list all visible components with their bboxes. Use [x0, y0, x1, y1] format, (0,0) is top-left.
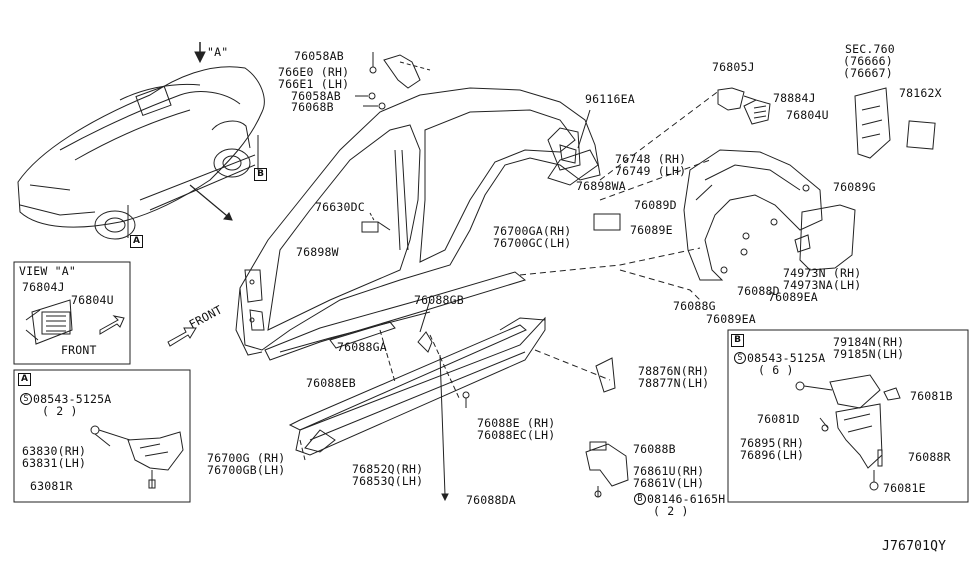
wheel-house-liner	[683, 149, 823, 281]
part-label-63830: 63830(RH)	[22, 444, 87, 458]
part-label-74973na: 74973NA(LH)	[783, 278, 862, 292]
part-label-76088da: 76088DA	[466, 493, 516, 507]
part-label-76068b: 76068B	[291, 100, 334, 114]
box-a-frame	[13, 369, 191, 503]
part-label-78884j: 78884J	[773, 91, 816, 105]
part-label-76804u-view: 76804U	[71, 293, 114, 307]
sec760-title: SEC.760	[845, 42, 895, 56]
screw-symbol-icon: S	[20, 393, 32, 405]
part-label-76700gb: 76700GB(LH)	[207, 463, 286, 477]
part-label-76088ec: 76088EC(LH)	[477, 428, 556, 442]
view-a-frame	[13, 261, 131, 365]
part-label-76804j-view: 76804J	[22, 280, 65, 294]
part-label-76088d: 76088D	[737, 284, 780, 298]
part-label-78877n: 78877N(LH)	[638, 376, 710, 390]
box-a-screw-part: 08543-5125A	[33, 392, 112, 406]
part-label-76081d: 76081D	[757, 412, 800, 426]
box-b-screw-qty: ( 6 )	[758, 363, 794, 377]
bolt-qty-08146: ( 2 )	[653, 504, 689, 518]
sec760-sub2: (76667)	[843, 66, 893, 80]
part-label-76088eb: 76088EB	[306, 376, 356, 390]
part-label-79185n: 79185N(LH)	[833, 347, 905, 361]
part-label-63831: 63831(LH)	[22, 456, 87, 470]
part-label-76895: 76895(RH)	[740, 436, 805, 450]
part-label-76805j: 76805J	[712, 60, 755, 74]
part-label-78876n: 78876N(RH)	[638, 364, 710, 378]
part-label-76861u: 76861U(RH)	[633, 464, 705, 478]
part-label-76088e: 76088E (RH)	[477, 416, 556, 430]
callout-a-tag: A	[130, 235, 143, 248]
part-label-76853q: 76853Q(LH)	[352, 474, 424, 488]
view-a-title: VIEW "A"	[19, 264, 76, 278]
box-b-tag: B	[731, 334, 744, 347]
box-a-screw-qty: ( 2 )	[42, 404, 78, 418]
part-label-76081e: 76081E	[883, 481, 926, 495]
part-label-76748: 76748 (RH)	[615, 152, 687, 166]
view-a-arrow-label: "A"	[207, 45, 229, 59]
part-label-76630dc: 76630DC	[315, 200, 365, 214]
part-label-766e0: 766E0 (RH)	[278, 65, 350, 79]
box-b-screw-part: 08543-5125A	[747, 351, 826, 365]
screw-symbol-icon: S	[734, 352, 746, 364]
part-label-76861v: 76861V(LH)	[633, 476, 705, 490]
sec760-sub1: (76666)	[843, 54, 893, 68]
part-label-76089e: 76089E	[630, 223, 673, 237]
part-label-76804u: 76804U	[786, 108, 829, 122]
bolt-symbol-icon: B	[634, 493, 646, 505]
part-label-76898w: 76898W	[296, 245, 339, 259]
part-label-76089g: 76089G	[833, 180, 876, 194]
part-label-76081b: 76081B	[910, 389, 953, 403]
part-label-76058ab-2: 76058AB	[291, 89, 341, 103]
part-label-76700g: 76700G (RH)	[207, 451, 286, 465]
part-label-76088ga: 76088GA	[337, 340, 387, 354]
part-label-76852q: 76852Q(RH)	[352, 462, 424, 476]
part-label-76088b: 76088B	[633, 442, 676, 456]
part-label-76088gb: 76088GB	[414, 293, 464, 307]
part-label-76089ea-2: 76089EA	[706, 312, 756, 326]
part-label-76749: 76749 (LH)	[615, 164, 687, 178]
part-label-76088g: 76088G	[673, 299, 716, 313]
part-label-63081r: 63081R	[30, 479, 73, 493]
car-illustration	[17, 66, 265, 240]
part-label-78162x: 78162X	[899, 86, 942, 100]
part-label-76089d: 76089D	[634, 198, 677, 212]
view-a-front-label: FRONT	[61, 343, 97, 357]
bolt-part-08146: 08146-6165H	[647, 492, 726, 506]
part-label-76058ab-1: 76058AB	[294, 49, 344, 63]
box-a-tag: A	[18, 373, 31, 386]
part-label-79184n: 79184N(RH)	[833, 335, 905, 349]
box-b-frame	[727, 329, 969, 503]
part-label-76700gc: 76700GC(LH)	[493, 236, 572, 250]
part-label-76700ga: 76700GA(RH)	[493, 224, 572, 238]
part-label-76088r: 76088R	[908, 450, 951, 464]
part-label-766e1: 766E1 (LH)	[278, 77, 350, 91]
part-label-76896: 76896(LH)	[740, 448, 805, 462]
part-label-76898wa: 76898WA	[576, 179, 626, 193]
part-label-76089ea-1: 76089EA	[768, 290, 818, 304]
part-label-96116ea: 96116EA	[585, 92, 635, 106]
diagram-code: J76701QY	[882, 539, 947, 554]
callout-b-tag: B	[254, 168, 267, 181]
part-label-74973n: 74973N (RH)	[783, 266, 862, 280]
body-side-panel	[235, 87, 601, 356]
